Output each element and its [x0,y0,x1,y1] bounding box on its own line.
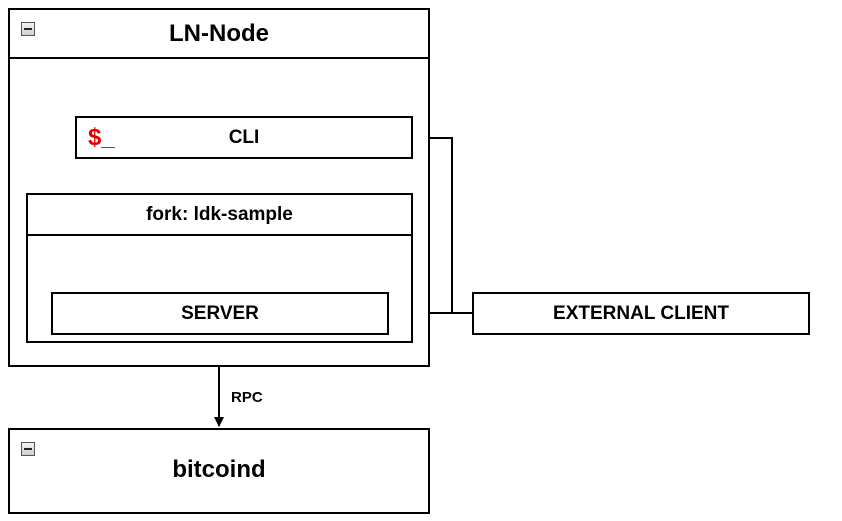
fork-ldk-sample-container: fork: ldk-sample SERVER [26,193,413,343]
collapse-minus-icon[interactable] [21,22,35,36]
bitcoind-title: bitcoind [172,456,266,483]
external-client-box: EXTERNAL CLIENT [472,292,810,335]
ln-node-container: LN-Node $_ CLI fork: ldk-sample SERVER [8,8,430,367]
cli-box: $_ CLI [75,116,413,159]
server-label: SERVER [181,303,259,324]
ln-node-header: LN-Node [10,10,428,59]
collapse-minus-icon[interactable] [21,442,35,456]
fork-title: fork: ldk-sample [146,203,293,225]
bitcoind-container: bitcoind [8,428,430,514]
ln-node-title: LN-Node [169,19,269,47]
cli-label: CLI [228,127,260,148]
rpc-label: RPC [231,389,263,406]
external-client-label: EXTERNAL CLIENT [553,303,729,324]
cli-prompt-icon: $_ [88,124,115,151]
server-box: SERVER [51,292,389,335]
fork-header: fork: ldk-sample [28,195,411,236]
